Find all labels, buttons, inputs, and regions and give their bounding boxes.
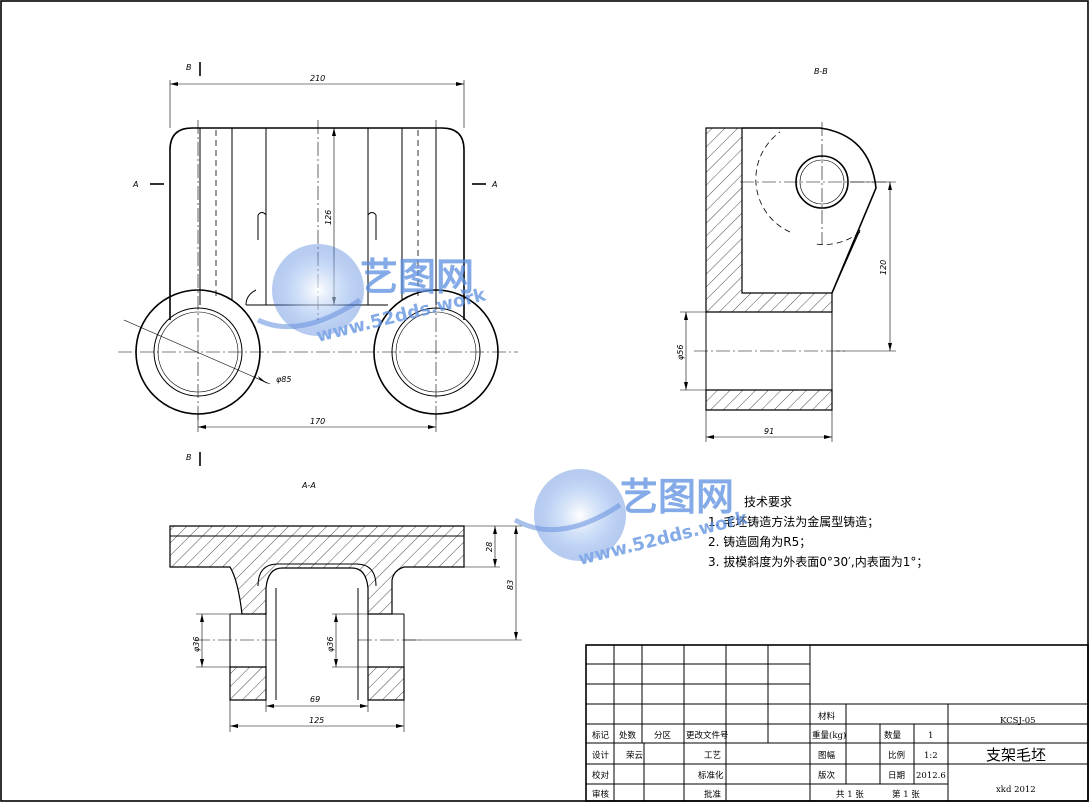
tech-item-3: 3. 拔模斜度为外表面0°30′,内表面为1°； <box>708 554 928 569</box>
section-mark-b-top: B <box>186 63 192 72</box>
tb-date-label: 日期 <box>888 771 905 781</box>
dim-diameter-36-left: φ36 <box>192 637 201 652</box>
tb-design: 设计 <box>592 750 610 761</box>
tech-requirements: 技术要求 1. 毛坯铸造方法为金属型铸造； 2. 铸造圆角为R5； 3. 拔模斜… <box>708 495 928 569</box>
tb-weight-label: 重量(kg) <box>812 730 846 741</box>
section-aa-view: A-A 28 83 φ36 <box>169 481 522 732</box>
tb-process: 工艺 <box>704 751 721 761</box>
dim-diameter-85: φ85 <box>276 375 291 384</box>
tb-date-value: 2012.6 <box>916 771 946 781</box>
dim-69: 69 <box>310 695 320 704</box>
tb-sheets-total: 共 1 张 <box>836 790 864 800</box>
tb-scale-value: 1:2 <box>924 751 938 761</box>
tb-count: 处数 <box>619 730 637 741</box>
tb-mark: 标记 <box>592 730 610 741</box>
dim-diameter-36-right: φ36 <box>326 637 335 652</box>
tb-change-doc: 更改文件号 <box>686 730 729 741</box>
tech-item-2: 2. 铸造圆角为R5； <box>708 534 811 549</box>
watermark-globe-icon <box>272 244 364 336</box>
dim-91: 91 <box>764 427 774 436</box>
tb-sheet-no: 第 1 张 <box>892 789 920 800</box>
tb-approve: 批准 <box>704 789 722 800</box>
title-block: 标记 处数 分区 更改文件号 设计 荣云 工艺 校对 标准化 审核 批准 材料 … <box>585 644 1089 802</box>
dim-diameter-56: φ56 <box>676 345 685 360</box>
section-bb-view: B-B 120 φ56 91 <box>676 67 896 442</box>
tb-standard: 标准化 <box>698 770 724 781</box>
tb-scale-label: 比例 <box>888 750 905 761</box>
tb-version-label: 版次 <box>818 770 836 781</box>
section-bb-label: B-B <box>814 67 828 76</box>
section-mark-b-bottom: B <box>186 453 192 462</box>
tb-check: 校对 <box>592 770 610 781</box>
tb-zone: 分区 <box>654 731 672 741</box>
tb-school: xkd 2012 <box>996 785 1036 795</box>
tb-review: 审核 <box>592 789 610 800</box>
tech-item-1: 1. 毛坯铸造方法为金属型铸造； <box>708 514 879 529</box>
tb-designer: 荣云 <box>626 750 644 761</box>
section-mark-a-left: A <box>132 180 138 189</box>
svg-text:艺图网: 艺图网 <box>360 255 474 299</box>
section-aa-label: A-A <box>301 481 316 490</box>
dim-210: 210 <box>310 74 325 83</box>
dim-126: 126 <box>324 210 333 225</box>
dim-120: 120 <box>879 260 888 275</box>
section-mark-a-right: A <box>491 180 497 189</box>
watermark-globe-icon-2 <box>534 469 626 561</box>
tb-part-name: 支架毛坯 <box>986 746 1046 764</box>
dim-125: 125 <box>309 716 324 725</box>
tech-title: 技术要求 <box>744 495 792 509</box>
svg-text:艺图网: 艺图网 <box>620 475 734 519</box>
watermark-1: 艺图网 www.52dds.work <box>256 244 489 347</box>
tb-drawing-size-label: 图幅 <box>818 750 836 761</box>
dim-83: 83 <box>506 580 515 590</box>
tb-drawing-code: KCSJ-05 <box>1000 716 1036 726</box>
tb-material-label: 材料 <box>818 711 836 722</box>
tb-quantity-label: 数量 <box>884 730 902 741</box>
dim-170: 170 <box>310 417 325 426</box>
dim-28: 28 <box>485 542 494 552</box>
tb-quantity-value: 1 <box>928 731 933 741</box>
